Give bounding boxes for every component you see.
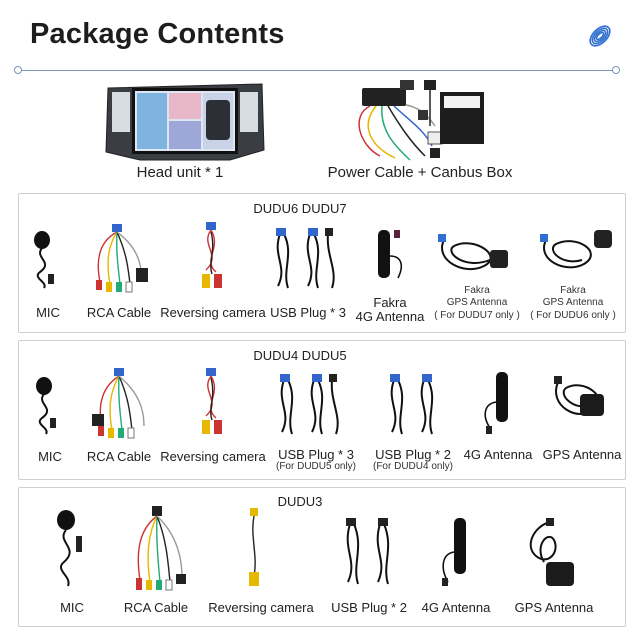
rca-cable-image-3 [136, 506, 186, 591]
rca-cable-image-2 [92, 368, 145, 439]
coil-logo-icon [589, 25, 611, 47]
gps-antenna-dudu6-image [540, 230, 612, 269]
gps-antenna-label-3: GPS Antenna [514, 600, 594, 615]
usb-plug-label-3: USB Plug * 2 [331, 600, 407, 615]
4g-antenna-image-3 [442, 518, 466, 586]
4g-antenna-image [484, 372, 508, 434]
gps-antenna-image-3 [529, 518, 574, 586]
gps-antenna-dudu7-image [438, 234, 508, 271]
usb-plug-2-image [390, 374, 434, 435]
rca-cable-label-2: RCA Cable [86, 449, 152, 464]
divider-dot-right [612, 66, 620, 74]
gps-antenna-label: GPS Antenna [542, 447, 622, 462]
fakra-4g-antenna-image [378, 230, 403, 279]
rca-cable-label-3: RCA Cable [123, 600, 189, 615]
gps-antenna-dudu7-label-3: ( For DUDU7 only ) [434, 310, 520, 321]
section-dudu6-dudu7 [18, 193, 626, 333]
mic-label-2: MIC [38, 449, 62, 464]
page-title: Package Contents [30, 18, 285, 50]
gps-antenna-dudu7-label-1: Fakra [464, 285, 490, 296]
usb-plug-3-label-1: USB Plug * 3 [278, 447, 354, 462]
mic-label-3: MIC [60, 600, 84, 615]
reversing-camera-label: Reversing camera [160, 305, 266, 320]
mic-image-2 [36, 377, 56, 435]
4g-antenna-label-3: 4G Antenna [421, 600, 491, 615]
divider-dot-left [14, 66, 22, 74]
fakra-4g-antenna-label-2: 4G Antenna [355, 309, 425, 324]
head-unit-image [105, 83, 265, 161]
rca-cable-label: RCA Cable [86, 305, 152, 320]
reversing-camera-image [202, 222, 222, 288]
section-dudu4-dudu5 [18, 340, 626, 480]
usb-plug-label: USB Plug * 3 [270, 305, 346, 320]
mic-image-3 [57, 510, 82, 587]
usb-plug-2-label-1: USB Plug * 2 [375, 447, 451, 462]
4g-antenna-label: 4G Antenna [463, 447, 533, 462]
usb-plug-image-3 [346, 518, 390, 585]
header-divider [18, 70, 614, 71]
head-unit-label: Head unit * 1 [136, 164, 224, 181]
usb-plug-3-label-2: (For DUDU5 only) [275, 461, 356, 472]
reversing-camera-image-3 [249, 508, 259, 586]
rca-cable-image [96, 224, 148, 293]
mic-image [34, 231, 54, 289]
reversing-camera-image-2 [202, 368, 222, 434]
mic-label: MIC [36, 305, 60, 320]
section-dudu6-dudu7-title: DUDU6 DUDU7 [253, 201, 347, 216]
section-dudu4-dudu5-title: DUDU4 DUDU5 [253, 348, 347, 363]
fakra-4g-antenna-label-1: Fakra [373, 295, 407, 310]
section-dudu3-title: DUDU3 [277, 494, 323, 509]
gps-antenna-image [554, 376, 604, 416]
section-dudu3 [18, 487, 626, 627]
gps-antenna-dudu6-label-3: ( For DUDU6 only ) [530, 310, 616, 321]
usb-plug-image [276, 228, 335, 289]
gps-antenna-dudu7-label-2: GPS Antenna [446, 297, 508, 308]
usb-plug-2-label-2: (For DUDU4 only) [372, 461, 453, 472]
gps-antenna-dudu6-label-1: Fakra [560, 285, 586, 296]
reversing-camera-label-2: Reversing camera [160, 449, 266, 464]
power-cable-image [358, 80, 484, 161]
reversing-camera-label-3: Reversing camera [208, 600, 314, 615]
usb-plug-3-image [280, 374, 339, 435]
power-cable-label: Power Cable + Canbus Box [327, 164, 513, 181]
gps-antenna-dudu6-label-2: GPS Antenna [542, 297, 604, 308]
